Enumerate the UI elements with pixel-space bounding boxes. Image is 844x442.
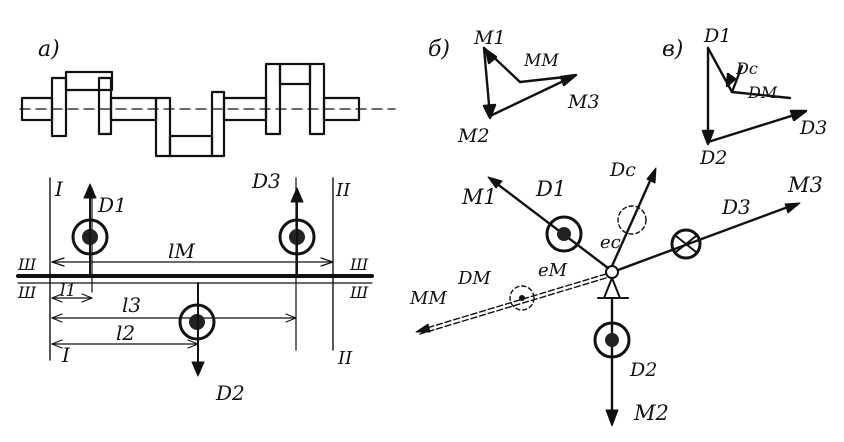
- panel-label-b: б): [428, 37, 450, 62]
- lm-dimension-label: lM: [168, 239, 195, 263]
- section-III-left-bottom-label: Ш: [17, 283, 37, 302]
- force-polygon: [701, 46, 808, 146]
- section-III-right-top-label: Ш: [349, 255, 369, 274]
- vector-D2-label: D2: [629, 359, 657, 381]
- vector-ec-label: ec: [600, 232, 621, 253]
- shaft-D2-label: D2: [215, 381, 245, 405]
- section-I-bottom-label: I: [61, 343, 71, 367]
- shaft-D1-label: D1: [97, 193, 127, 217]
- vector-D3-label: D3: [721, 195, 751, 219]
- section-III-left-top-label: Ш: [17, 255, 37, 274]
- vector-em-label: eM: [538, 260, 568, 281]
- vector-Dm-label: DM: [457, 268, 491, 289]
- l3-dimension-label: l3: [122, 293, 141, 317]
- vector-Mm-label: MM: [409, 288, 447, 309]
- polygon-Dc-label: Dc: [735, 59, 758, 78]
- shaft-D3-label: D3: [251, 169, 281, 193]
- polygon-M1-label: M1: [473, 27, 506, 49]
- crankshaft-drawing: [19, 62, 396, 158]
- vector-M2-label: M2: [633, 401, 669, 425]
- section-II-bottom-label: II: [337, 348, 353, 369]
- section-II-top-label: II: [335, 180, 351, 201]
- polygon-M3-label: M3: [567, 91, 600, 113]
- section-III-right-bottom-label: Ш: [349, 283, 369, 302]
- vector-M3-label: M3: [787, 173, 823, 197]
- polygon-D3-label: D3: [799, 117, 827, 139]
- polygon-M2-label: M2: [457, 125, 490, 147]
- vector-M1-label: M1: [461, 185, 497, 209]
- panel-label-a: а): [38, 37, 60, 62]
- vector-diagram: [415, 167, 801, 427]
- moment-polygon: [482, 46, 578, 120]
- l2-dimension-label: l2: [116, 321, 135, 345]
- shaft-scheme: [16, 177, 374, 377]
- panel-label-v: в): [662, 37, 683, 62]
- polygon-D2-label: D2: [699, 147, 727, 169]
- polygon-Mm-label: MM: [523, 51, 559, 71]
- vector-D1-label: D1: [535, 177, 566, 201]
- vector-Dc-label: Dc: [609, 159, 636, 181]
- section-I-top-label: I: [54, 177, 64, 201]
- polygon-Dm-label: DM: [747, 83, 778, 102]
- l1-dimension-label: l1: [60, 281, 76, 301]
- polygon-D1-label: D1: [703, 25, 731, 47]
